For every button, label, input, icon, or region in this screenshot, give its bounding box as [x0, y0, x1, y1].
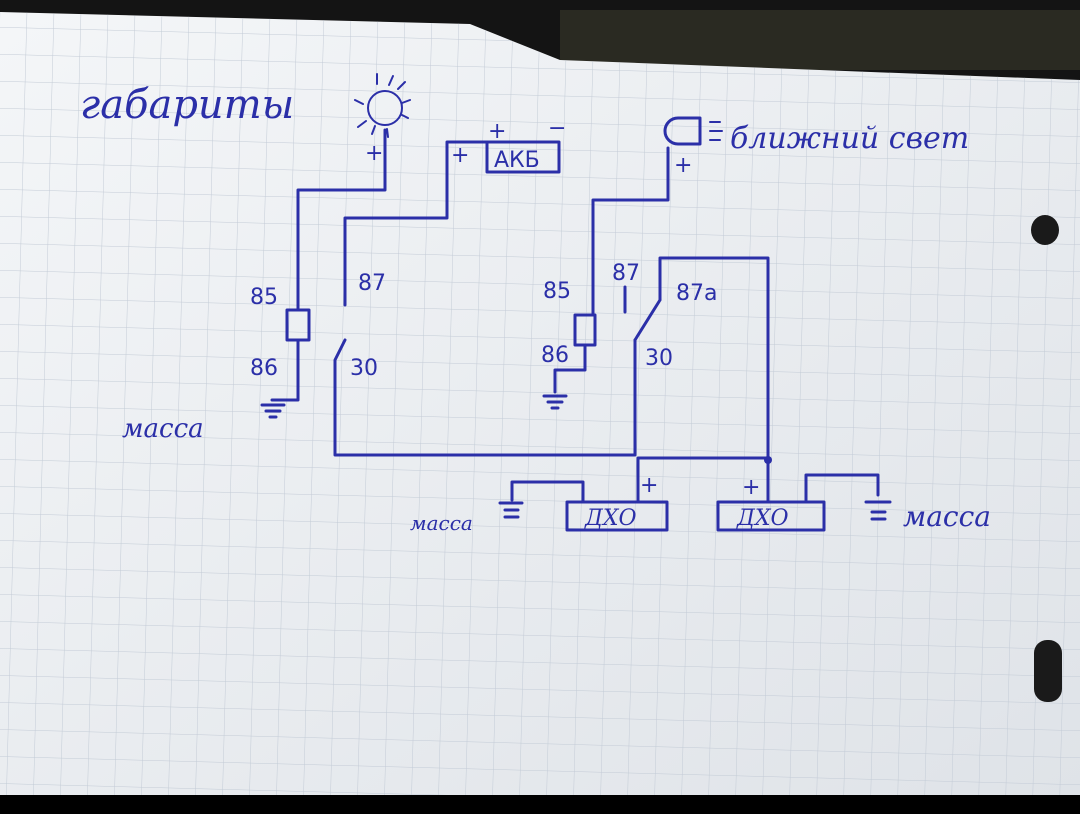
relay1-pin30: 30 — [350, 356, 378, 381]
relay1-pin87: 87 — [358, 271, 386, 296]
relay2-coil — [573, 313, 597, 347]
low-beam-label: ближний свет — [730, 121, 969, 156]
battery-label: АКБ — [494, 148, 540, 173]
ground-icon — [542, 394, 568, 410]
relay1-pin86: 86 — [250, 356, 278, 381]
ground-icon — [864, 500, 892, 521]
relay2-pin85: 85 — [543, 279, 571, 304]
wire — [636, 456, 770, 504]
punch-hole — [1031, 215, 1059, 245]
wire — [343, 140, 489, 307]
punch-hole — [1034, 640, 1062, 702]
drl-left-plus: + — [640, 473, 658, 498]
ground-label: масса — [903, 500, 991, 533]
relay2-pin87a: 87a — [676, 281, 717, 306]
plus-label: + — [365, 141, 383, 166]
drl-left-label: ДХО — [584, 506, 637, 531]
ground-icon — [498, 501, 524, 519]
drl-right-plus: + — [742, 475, 760, 500]
drl-left-box — [565, 500, 669, 532]
drl-right-label: ДХО — [736, 506, 789, 531]
ground-icon — [260, 403, 286, 419]
relay1-pin85: 85 — [250, 285, 278, 310]
parking-lamp-icon — [354, 73, 411, 138]
drl-right-box — [716, 500, 826, 532]
relay2-pin86: 86 — [541, 343, 569, 368]
ground-label: масса — [410, 511, 473, 535]
battery-box — [485, 140, 561, 174]
relay1-coil — [285, 308, 311, 342]
low-beam-lamp-icon — [663, 116, 723, 146]
plus-label: + — [674, 153, 692, 178]
relay2-switch — [623, 256, 770, 460]
battery-minus: − — [548, 116, 566, 141]
battery-plus: + — [488, 119, 506, 144]
wire — [553, 146, 670, 394]
relay1-switch — [333, 338, 637, 457]
title-parking-lights: габариты — [80, 82, 294, 128]
plus-label: + — [451, 143, 469, 168]
ground-label: масса — [122, 414, 204, 444]
wire — [510, 473, 880, 504]
relay2-pin87: 87 — [612, 261, 640, 286]
wire — [270, 128, 387, 402]
relay2-pin30: 30 — [645, 346, 673, 371]
